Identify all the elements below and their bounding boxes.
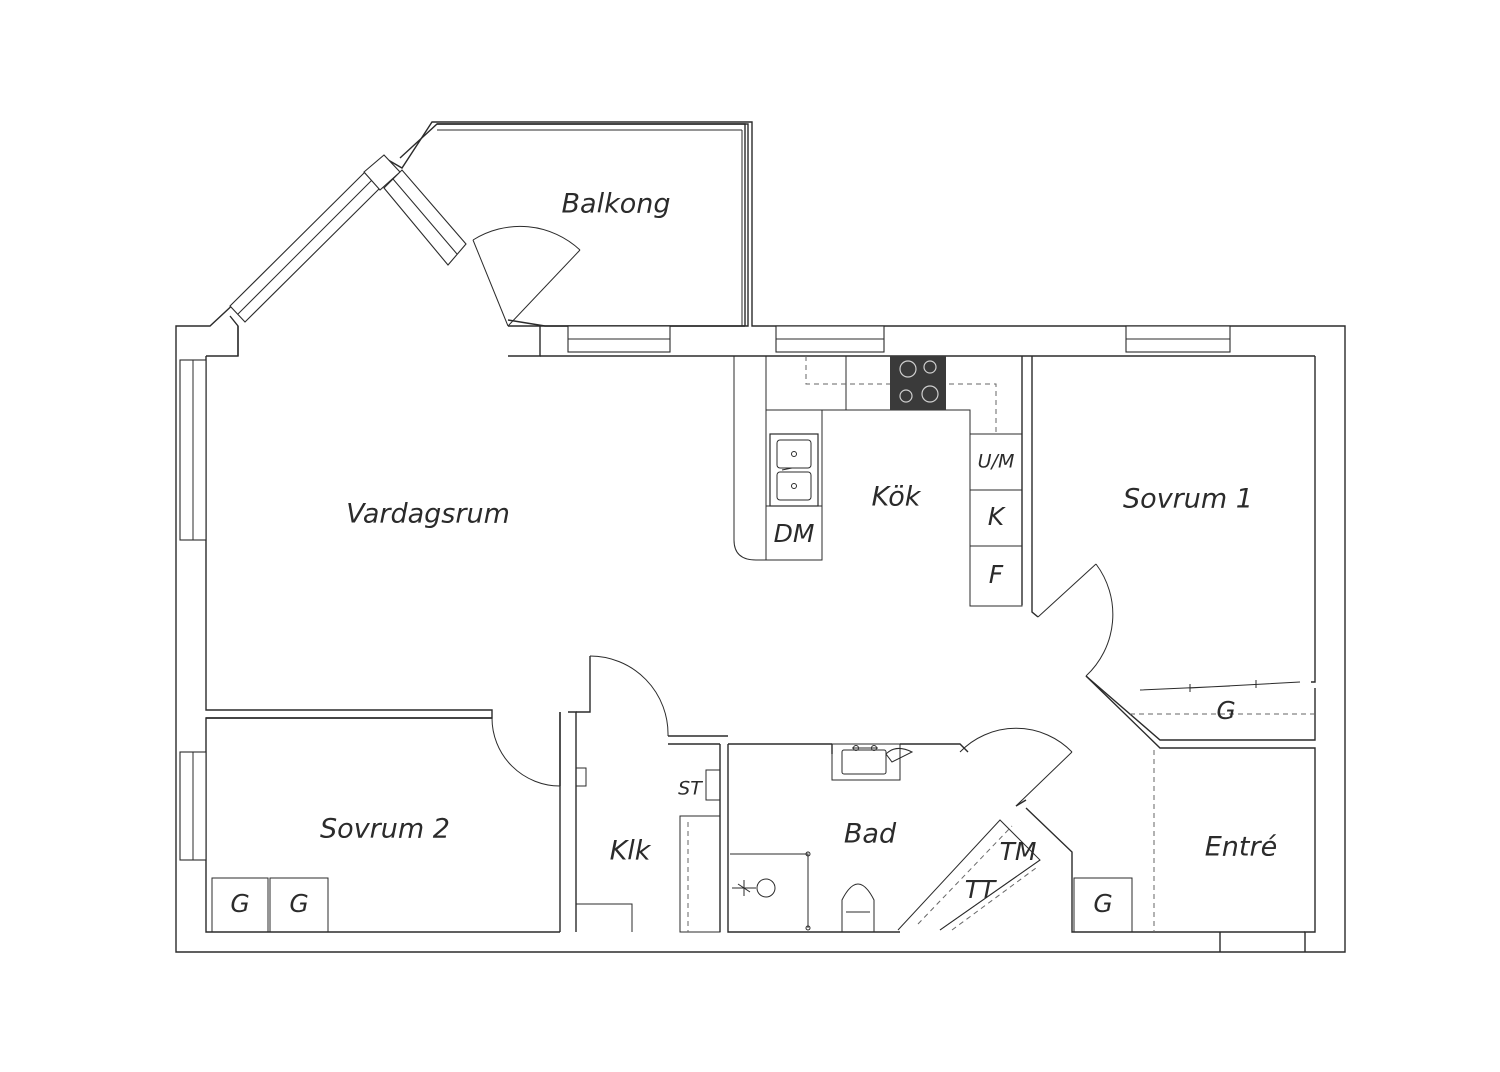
bathroom-fixtures	[730, 743, 1041, 932]
doors	[491, 563, 1114, 807]
label-wardrobe-sovrum1: G	[1216, 696, 1235, 725]
room-label-entre: Entré	[1205, 832, 1277, 863]
room-label-sovrum1: Sovrum 1	[1123, 484, 1253, 515]
label-st: ST	[678, 778, 703, 800]
label-washing-machine: TM	[1000, 837, 1037, 866]
wardrobe-sovrum1	[1130, 680, 1315, 715]
room-label-bad: Bad	[844, 819, 897, 850]
room-label-balkong: Balkong	[562, 189, 671, 220]
balcony	[437, 123, 749, 327]
label-wardrobe-entre: G	[1093, 889, 1112, 918]
bay-windows	[229, 154, 467, 323]
label-wardrobe-sovrum2-a: G	[230, 889, 249, 918]
top-windows	[567, 325, 1231, 353]
left-windows	[179, 359, 207, 861]
label-fridge: K	[988, 502, 1007, 531]
label-freezer: F	[989, 560, 1004, 589]
interior-walls	[206, 326, 1316, 952]
room-label-klk: Klk	[610, 836, 652, 867]
room-label-vardagsrum: Vardagsrum	[346, 499, 510, 530]
label-dryer: TT	[965, 875, 997, 904]
room-label-sovrum2: Sovrum 2	[320, 814, 450, 845]
label-dishwasher: DM	[774, 519, 815, 548]
room-label-kok: Kök	[872, 482, 922, 513]
label-oven-microwave: U/M	[978, 451, 1015, 473]
storage-boxes	[211, 877, 1133, 933]
kitchen	[733, 356, 1023, 607]
label-wardrobe-sovrum2-b: G	[289, 889, 308, 918]
klk-fixtures	[575, 767, 721, 933]
